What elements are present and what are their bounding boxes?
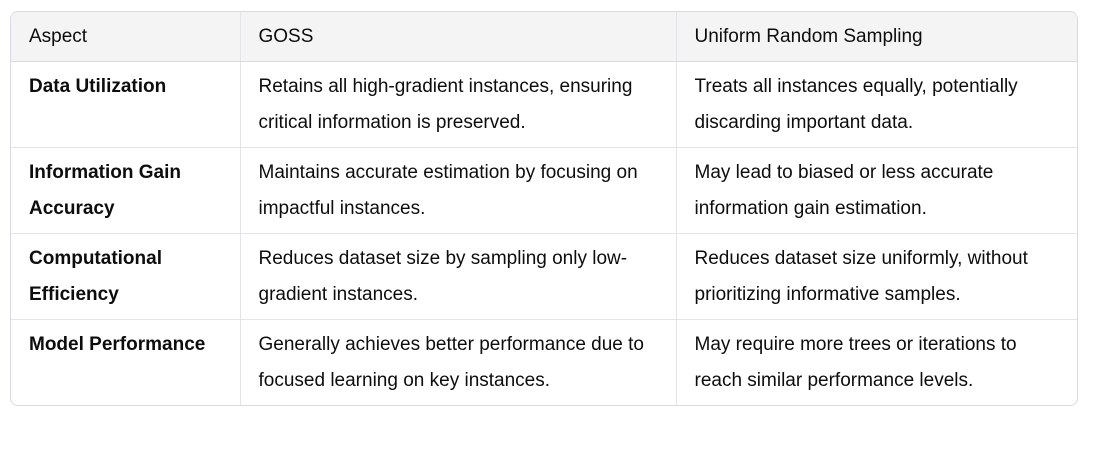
row-goss-cell: Maintains accurate estimation by focusin…: [239, 147, 676, 234]
table-row: Model Performance Generally achieves bet…: [11, 319, 1077, 405]
header-uniform-random-sampling: Uniform Random Sampling: [675, 12, 1077, 62]
table-header-row: Aspect GOSS Uniform Random Sampling: [11, 12, 1077, 62]
header-goss: GOSS: [239, 12, 676, 62]
table-row: Information Gain Accuracy Maintains accu…: [11, 147, 1077, 234]
comparison-table: Aspect GOSS Uniform Random Sampling Data…: [11, 12, 1077, 405]
row-goss-cell: Generally achieves better performance du…: [239, 319, 676, 405]
row-aspect-cell: Model Performance: [29, 333, 206, 355]
header-aspect: Aspect: [11, 12, 240, 62]
row-aspect-cell: Data Utilization: [11, 61, 240, 148]
row-uniform-cell: May require more trees or iterations to …: [675, 319, 1077, 405]
row-goss-cell: Retains all high-gradient instances, ens…: [239, 61, 676, 148]
row-uniform-cell: May lead to biased or less accurate info…: [675, 147, 1077, 234]
row-uniform-cell: Treats all instances equally, potentiall…: [675, 61, 1077, 148]
table-row: Data Utilization Retains all high-gradie…: [11, 61, 1077, 148]
row-goss-cell: Reduces dataset size by sampling only lo…: [239, 233, 676, 320]
table-row: Computational Efficiency Reduces dataset…: [11, 233, 1077, 320]
row-aspect-cell: Information Gain Accuracy: [11, 147, 240, 234]
row-aspect-cell: Computational Efficiency: [11, 233, 240, 320]
comparison-table-container: Aspect GOSS Uniform Random Sampling Data…: [10, 11, 1078, 406]
row-uniform-cell: Reduces dataset size uniformly, without …: [675, 233, 1077, 320]
